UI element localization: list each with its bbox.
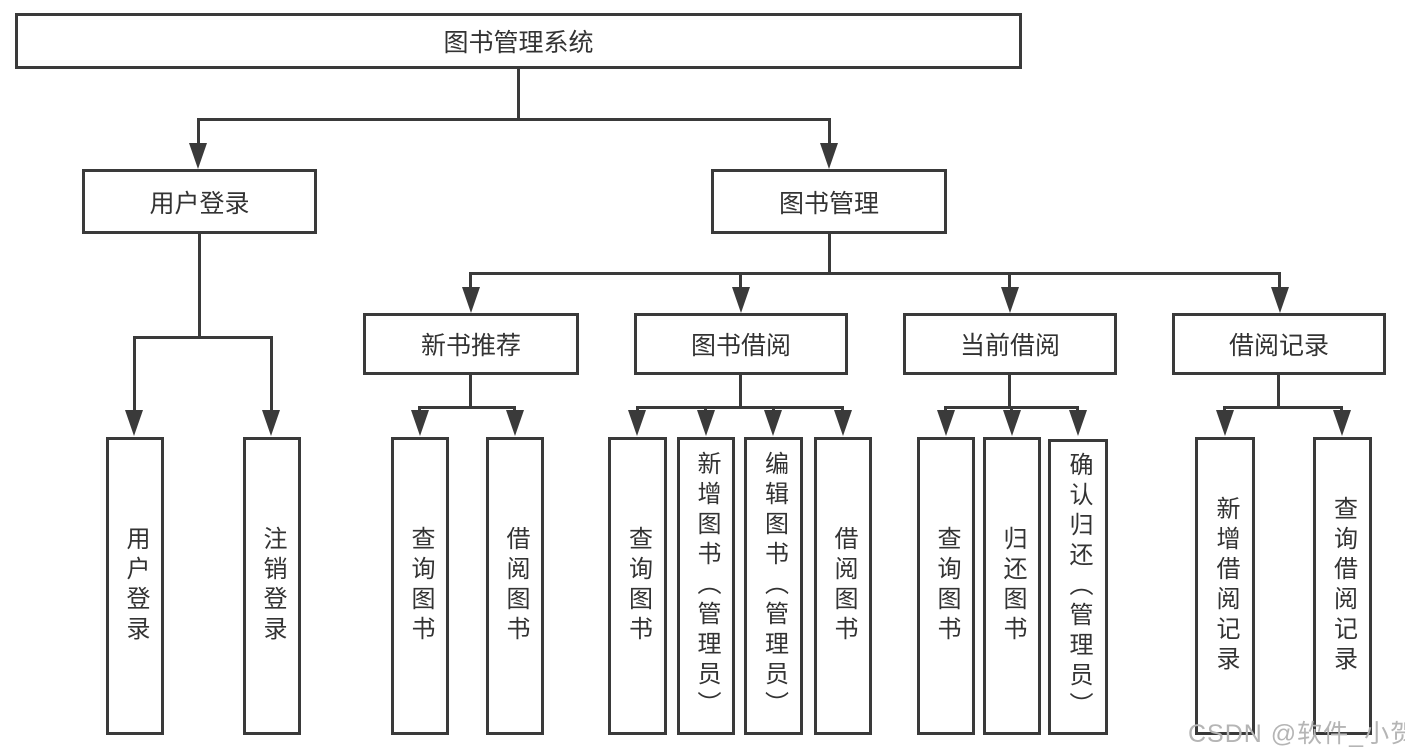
leaf-logout-login: 注销登录 — [243, 437, 301, 735]
arrowhead-down-icon — [262, 410, 280, 436]
arrowhead-down-icon — [764, 410, 782, 436]
watermark: CSDN @软件_小贺同学 — [1188, 720, 1405, 747]
leaf-recommend-borrow-books: 借阅图书 — [486, 437, 544, 735]
arrowhead-down-icon — [411, 410, 429, 436]
leaf-records-query-borrow-record: 查询借阅记录 — [1313, 437, 1372, 735]
connector-line — [418, 406, 516, 409]
arrowhead-down-icon — [1003, 410, 1021, 436]
connector-line — [739, 272, 742, 289]
connector-line — [828, 118, 831, 145]
arrowhead-down-icon — [1271, 287, 1289, 313]
node-borrowing-records: 借阅记录 — [1172, 313, 1386, 375]
node-library-system: 图书管理系统 — [15, 13, 1022, 69]
connector-line — [636, 406, 639, 412]
connector-line — [636, 406, 844, 409]
connector-line — [133, 336, 273, 339]
connector-line — [739, 375, 742, 409]
connector-line — [513, 406, 516, 412]
connector-line — [1223, 406, 1226, 412]
leaf-records-add-borrow-record: 新增借阅记录 — [1195, 437, 1255, 735]
connector-line — [828, 234, 831, 275]
arrowhead-down-icon — [834, 410, 852, 436]
connector-line — [517, 69, 520, 121]
connector-line — [1277, 375, 1280, 409]
connector-line — [469, 375, 472, 409]
leaf-current-query-books: 查询图书 — [917, 437, 975, 735]
connector-line — [1278, 272, 1281, 289]
leaf-borrowing-query-books: 查询图书 — [608, 437, 667, 735]
arrowhead-down-icon — [125, 410, 143, 436]
node-book-management: 图书管理 — [711, 169, 947, 234]
leaf-current-return-books: 归还图书 — [983, 437, 1041, 735]
arrowhead-down-icon — [1001, 287, 1019, 313]
connector-line — [197, 118, 831, 121]
connector-line — [1008, 272, 1011, 289]
connector-line — [270, 336, 273, 412]
leaf-user-login: 用户登录 — [106, 437, 164, 735]
leaf-borrowing-add-books-admin: 新增图书（管理员） — [677, 437, 735, 735]
connector-line — [198, 234, 201, 339]
connector-line — [1340, 406, 1343, 412]
node-user-login: 用户登录 — [82, 169, 317, 234]
node-current-borrowing: 当前借阅 — [903, 313, 1117, 375]
connector-line — [133, 336, 136, 412]
connector-line — [704, 406, 707, 412]
arrowhead-down-icon — [820, 143, 838, 169]
arrowhead-down-icon — [462, 287, 480, 313]
leaf-current-confirm-return-admin: 确认归还（管理员） — [1048, 439, 1108, 735]
connector-line — [1008, 375, 1011, 409]
connector-line — [772, 406, 775, 412]
connector-line — [1223, 406, 1343, 409]
arrowhead-down-icon — [1069, 410, 1087, 436]
connector-line — [197, 118, 200, 145]
arrowhead-down-icon — [732, 287, 750, 313]
arrowhead-down-icon — [189, 143, 207, 169]
node-new-book-recommendation: 新书推荐 — [363, 313, 579, 375]
arrowhead-down-icon — [697, 410, 715, 436]
connector-line — [469, 272, 1281, 275]
arrowhead-down-icon — [506, 410, 524, 436]
arrowhead-down-icon — [628, 410, 646, 436]
leaf-recommend-query-books: 查询图书 — [391, 437, 449, 735]
leaf-borrowing-borrow-books: 借阅图书 — [814, 437, 872, 735]
connector-line — [418, 406, 421, 412]
arrowhead-down-icon — [1216, 410, 1234, 436]
connector-line — [841, 406, 844, 412]
connector-line — [944, 406, 947, 412]
node-book-borrowing: 图书借阅 — [634, 313, 848, 375]
connector-line — [1010, 406, 1013, 412]
arrowhead-down-icon — [937, 410, 955, 436]
connector-line — [1076, 406, 1079, 412]
connector-line — [469, 272, 472, 289]
leaf-borrowing-edit-books-admin: 编辑图书（管理员） — [744, 437, 803, 735]
arrowhead-down-icon — [1333, 410, 1351, 436]
